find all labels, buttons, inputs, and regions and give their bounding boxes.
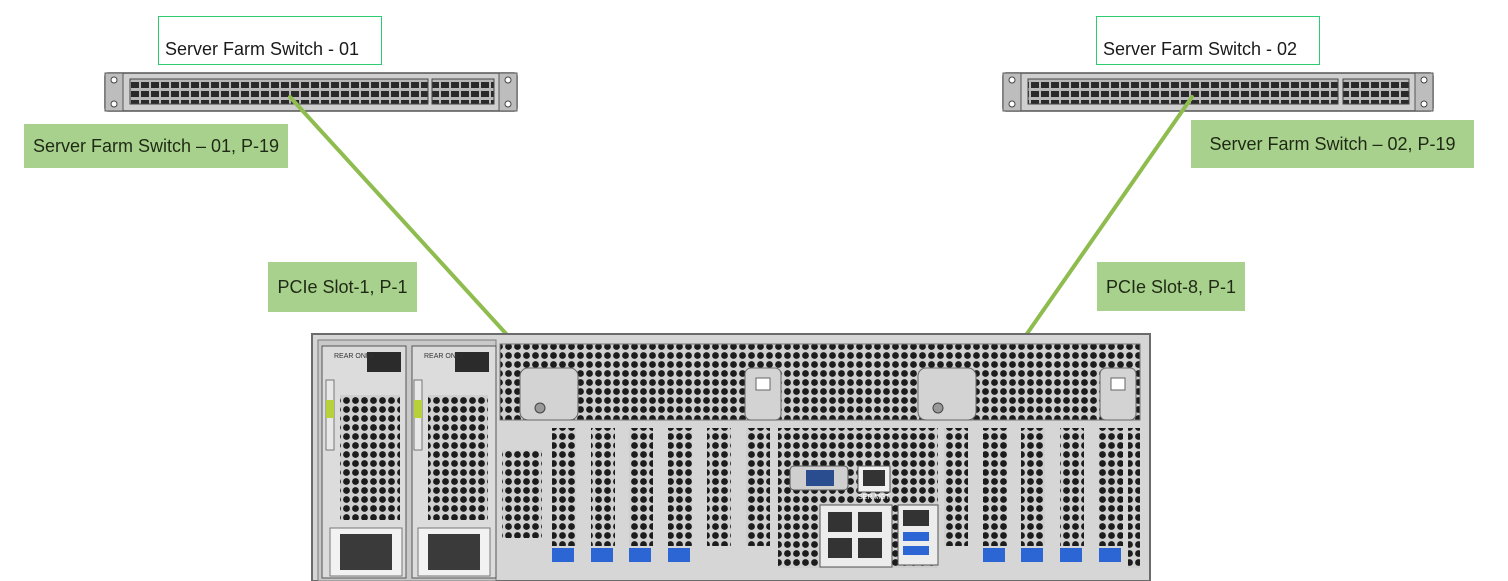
pcie-slot-1-label: PCIe Slot-1, P-1 — [268, 262, 417, 312]
server-chassis: REAR ONLY REAR ONLY — [311, 333, 1151, 581]
cable-link-02 — [1022, 95, 1194, 340]
switch-02-port-label: Server Farm Switch – 02, P-19 — [1191, 120, 1474, 168]
switch-02-title: Server Farm Switch - 02 — [1096, 16, 1320, 65]
power-supply-2: REAR ONLY — [411, 345, 497, 579]
switch-01 — [104, 72, 518, 112]
fan-latch-3 — [917, 367, 977, 421]
fan-latch-4 — [1099, 367, 1137, 421]
io-panel: SER MGT — [789, 465, 939, 568]
pcie-slots-right — [944, 428, 1123, 562]
pcie-slots-left — [552, 428, 770, 562]
switch-01-title: Server Farm Switch - 01 — [158, 16, 382, 65]
switch-01-port-label: Server Farm Switch – 01, P-19 — [24, 124, 288, 168]
psu-1-label: REAR ONLY — [334, 353, 374, 360]
pcie-slot-8-label: PCIe Slot-8, P-1 — [1097, 262, 1245, 311]
psu-2-label: REAR ONLY — [424, 353, 464, 360]
power-supply-1: REAR ONLY — [321, 345, 407, 579]
switch-02 — [1002, 72, 1434, 112]
cable-link-01 — [288, 95, 512, 340]
fan-latch-2 — [744, 367, 782, 421]
ser-mgt-label: SER MGT — [858, 494, 891, 501]
fan-latch-1 — [519, 367, 579, 421]
